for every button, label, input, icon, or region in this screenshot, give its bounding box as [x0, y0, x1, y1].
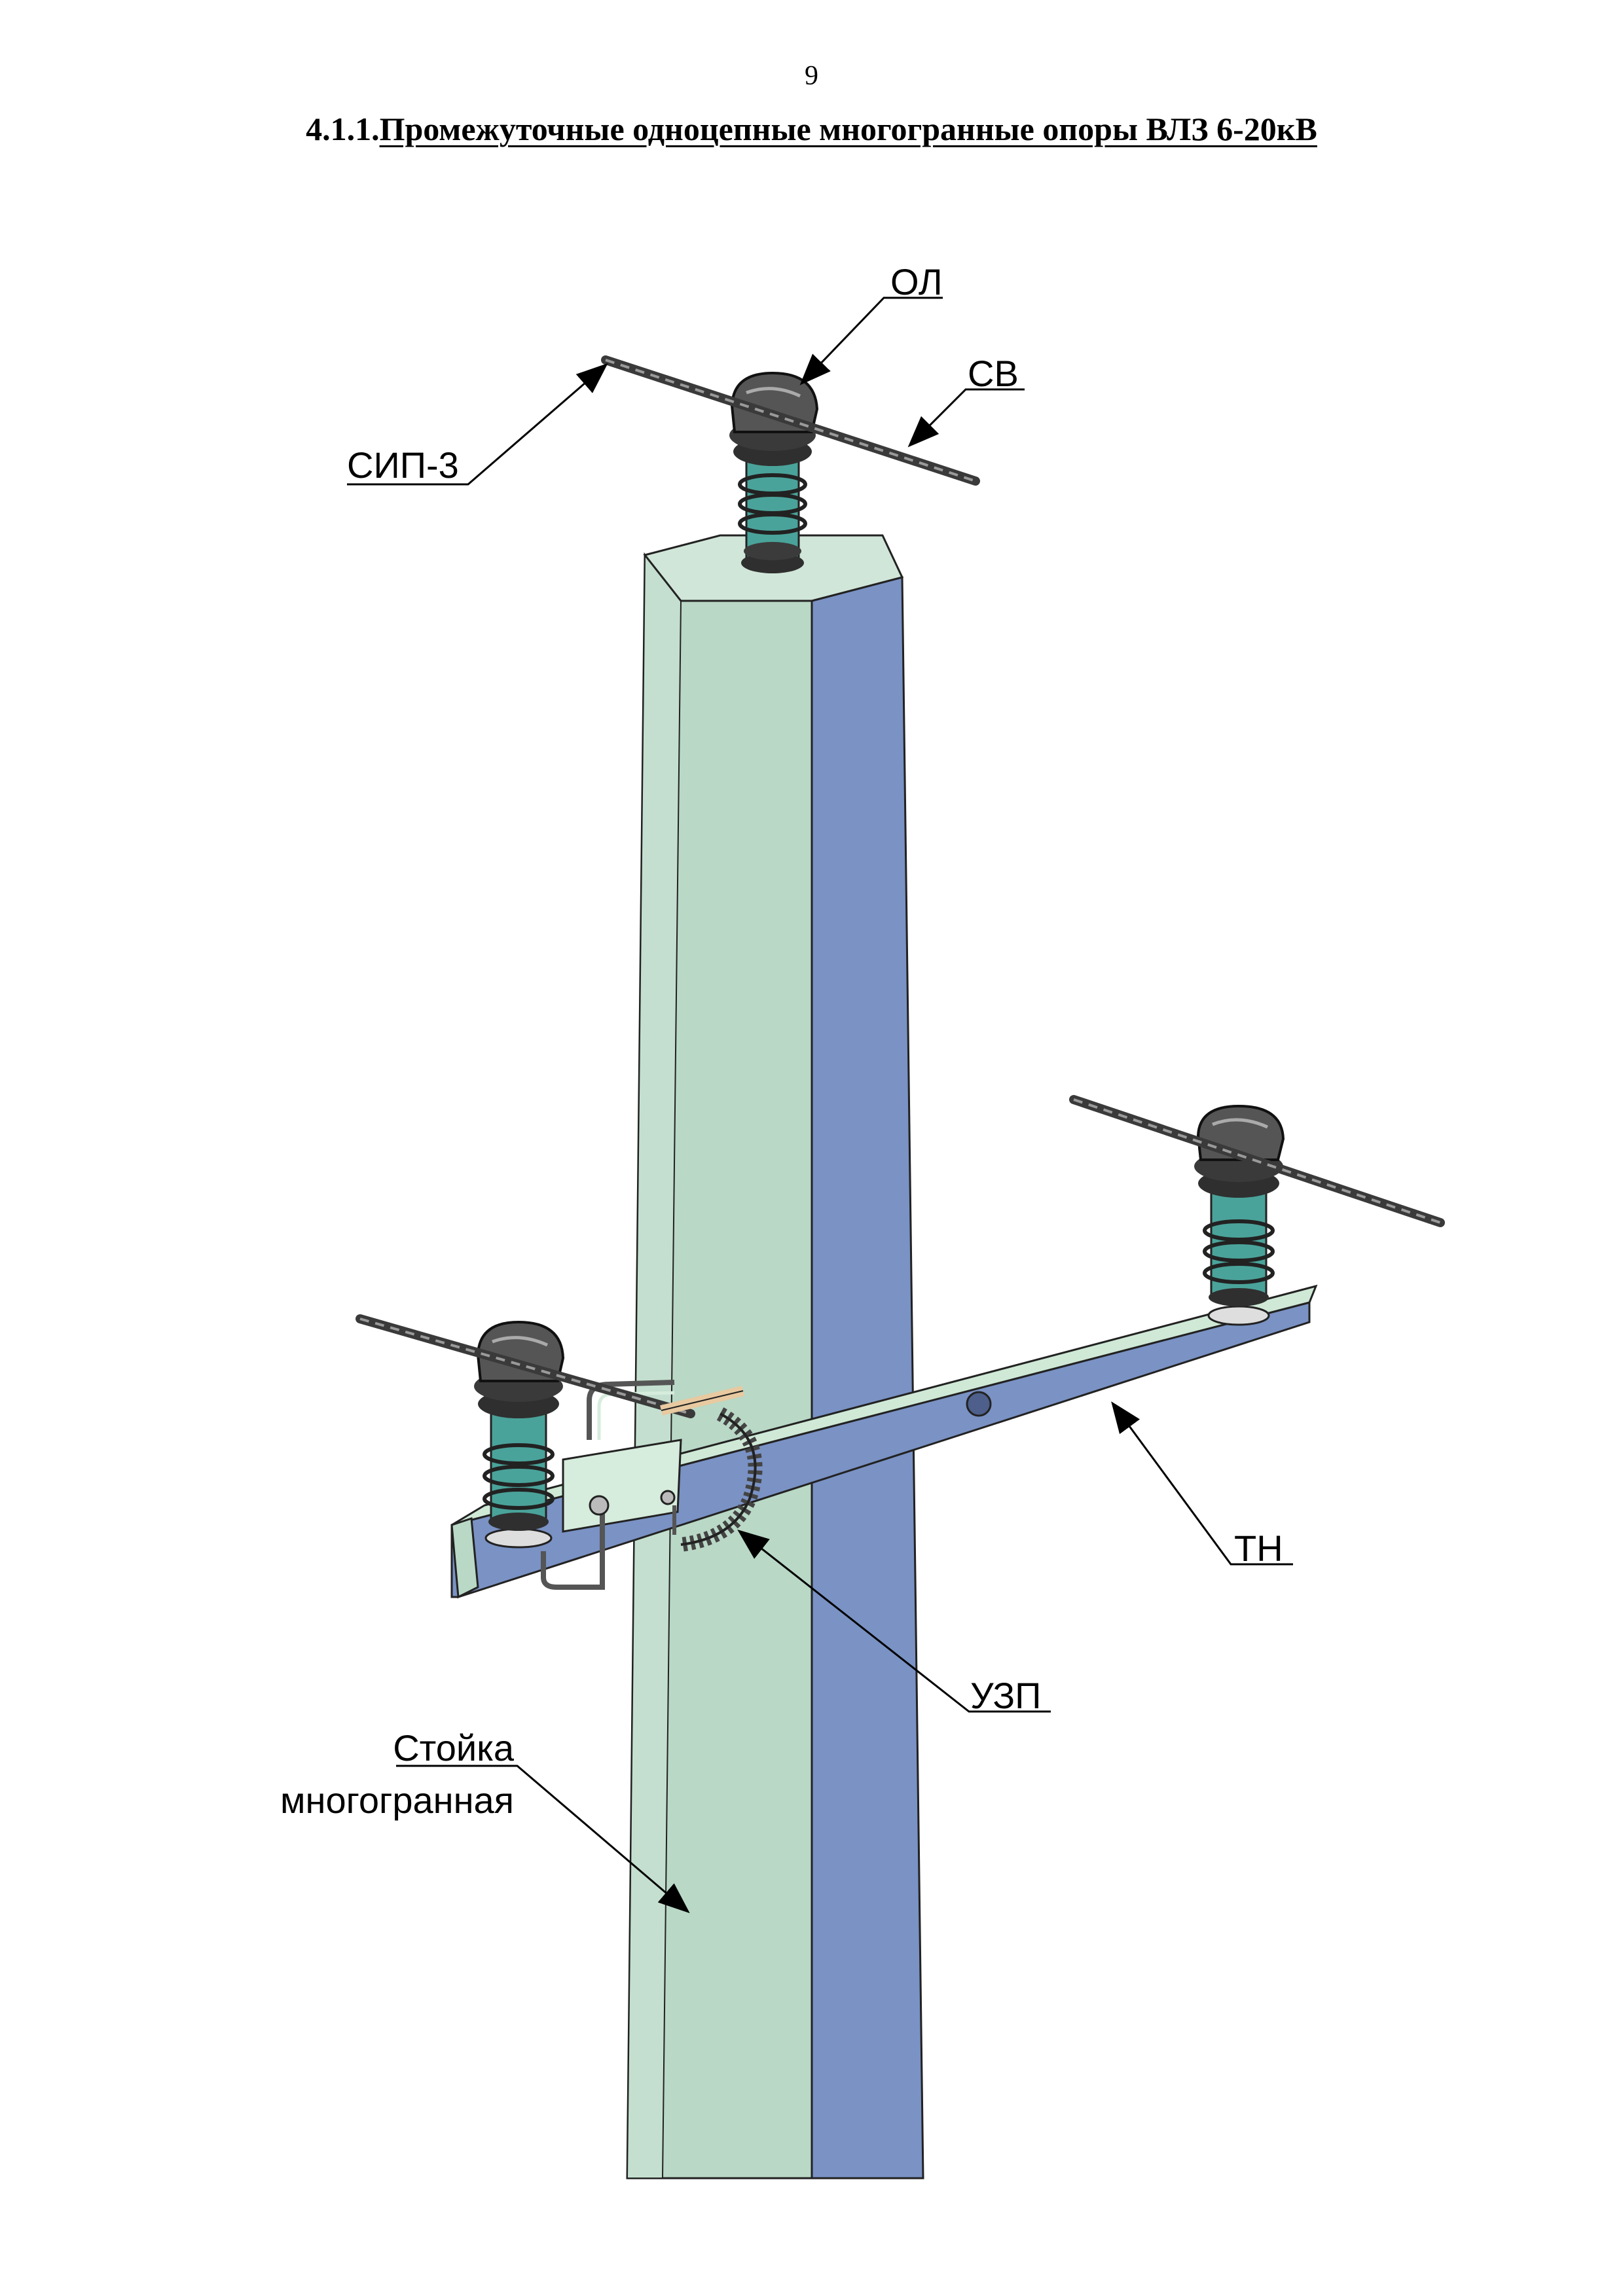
label-stoika-line1: Стойка [393, 1727, 515, 1768]
traverse-left-end [450, 1516, 479, 1599]
pole [626, 534, 924, 2179]
label-stoika-line2: многогранная [280, 1780, 514, 1821]
label-ol: ОЛ [890, 261, 943, 302]
label-sv: СВ [968, 353, 1019, 394]
top-wire [601, 355, 980, 486]
bracket-clamp [541, 1380, 682, 1590]
grounding-device [660, 1386, 763, 1552]
page-heading: 4.1.1.Промежуточные одноцепные многогран… [0, 110, 1623, 148]
label-sip: СИП-3 [347, 444, 459, 486]
top-insulator [729, 371, 819, 573]
heading-number: 4.1.1. [306, 111, 380, 147]
callout-lines [347, 296, 1293, 1914]
pole-side-face [811, 576, 924, 2179]
left-wire [356, 1314, 695, 1418]
label-uzp: УЗП [970, 1675, 1041, 1716]
right-wire [1069, 1095, 1445, 1227]
left-insulator [474, 1320, 565, 1549]
right-insulator [1194, 1104, 1285, 1326]
page-number: 9 [805, 61, 818, 91]
heading-title: Промежуточные одноцепные многогранные оп… [379, 111, 1317, 147]
label-tn: ТН [1234, 1528, 1283, 1569]
